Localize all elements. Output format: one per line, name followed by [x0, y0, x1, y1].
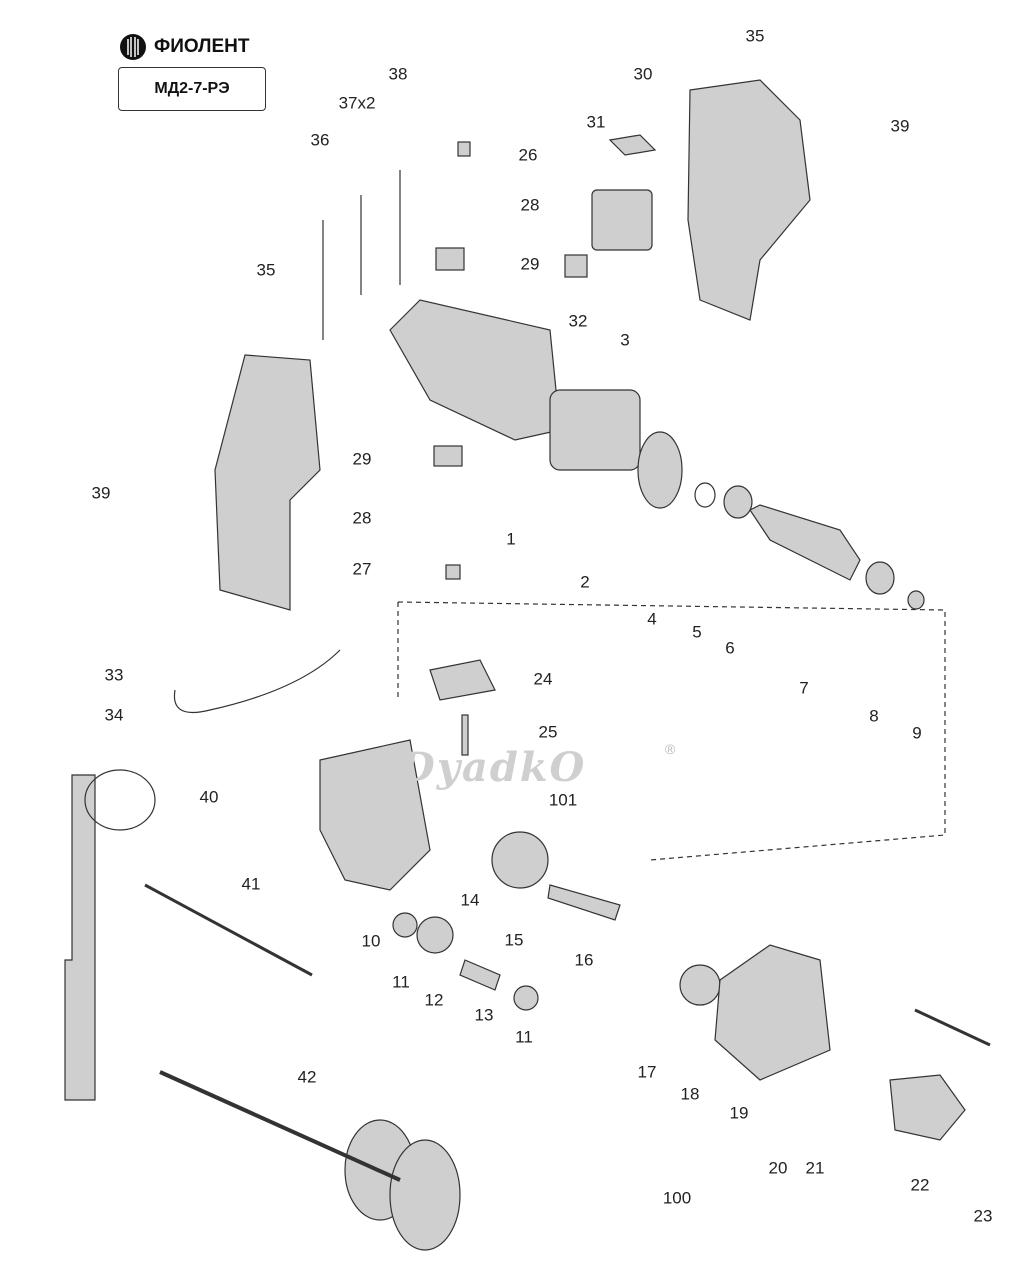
callout-11: 11 — [515, 1027, 533, 1047]
callout-10: 10 — [361, 931, 381, 951]
callout-31: 31 — [586, 112, 606, 132]
callout-22: 22 — [910, 1175, 930, 1195]
callout-39: 39 — [91, 483, 111, 503]
callout-9: 9 — [912, 723, 922, 743]
callout-20: 20 — [768, 1158, 788, 1178]
callout-36: 36 — [310, 130, 330, 150]
callout-8: 8 — [869, 706, 879, 726]
switch-lever — [608, 134, 657, 156]
callout-21: 21 — [805, 1158, 825, 1178]
callout-5: 5 — [692, 622, 702, 642]
brush — [445, 564, 461, 580]
o-ring — [694, 482, 716, 508]
gear-12 — [416, 916, 454, 954]
callout-100: 100 — [662, 1188, 692, 1208]
assembly-dashed-outline — [397, 601, 946, 861]
callout-3: 3 — [620, 330, 630, 350]
handle-half-left — [214, 354, 321, 611]
callout-19: 19 — [729, 1103, 749, 1123]
brand-logo: ФИОЛЕНТ — [118, 32, 250, 62]
mixer-shaft-42 — [159, 1070, 401, 1182]
power-cord — [173, 649, 341, 714]
callout-15: 15 — [504, 930, 524, 950]
spindle-16 — [547, 884, 621, 921]
stator — [549, 389, 641, 471]
callout-14: 14 — [460, 890, 480, 910]
callout-24: 24 — [533, 669, 553, 689]
reverse-slider — [429, 659, 496, 701]
callout-29: 29 — [352, 449, 372, 469]
callout-13: 13 — [474, 1005, 494, 1025]
brush-top — [457, 141, 471, 157]
bearing-6 — [723, 485, 753, 519]
callout-32: 32 — [568, 311, 588, 331]
brush-holder — [433, 445, 463, 467]
gear-15 — [491, 831, 549, 889]
brush-holder-top — [435, 247, 465, 271]
callout-27: 27 — [352, 559, 372, 579]
callout-6: 6 — [725, 638, 735, 658]
callout-16: 16 — [574, 950, 594, 970]
gearbox-housing — [319, 739, 431, 891]
motor-housing — [389, 299, 561, 441]
callout-40: 40 — [199, 787, 219, 807]
baffle-ring — [637, 431, 683, 509]
brand-logo-icon — [120, 34, 146, 60]
callout-39: 39 — [890, 116, 910, 136]
watermark-registered: ® — [665, 741, 676, 757]
mixer-blade-b — [389, 1139, 461, 1251]
callout-42: 42 — [297, 1067, 317, 1087]
bearing-11a — [392, 912, 418, 938]
gearbox-front-19 — [714, 944, 831, 1081]
callout-28: 28 — [352, 508, 372, 528]
bearing-11b — [513, 985, 539, 1011]
chuck-key — [914, 1008, 991, 1047]
armature — [749, 504, 861, 581]
side-handle — [64, 774, 96, 1101]
callout-35: 35 — [745, 26, 765, 46]
callout-30: 30 — [633, 64, 653, 84]
callout-38: 38 — [388, 64, 408, 84]
pin-25 — [461, 714, 469, 756]
callout-28: 28 — [520, 195, 540, 215]
callout-29: 29 — [520, 254, 540, 274]
callout-11: 11 — [392, 972, 410, 992]
callout-25: 25 — [538, 722, 558, 742]
bushing-9 — [907, 590, 925, 610]
callout-35: 35 — [256, 260, 276, 280]
handle-half-right — [687, 79, 811, 321]
switch — [591, 189, 653, 251]
callout-37-x2: 37x2 — [338, 93, 376, 113]
pinion-13 — [459, 959, 501, 991]
depth-rod-41 — [144, 883, 313, 977]
callout-26: 26 — [518, 145, 538, 165]
callout-33: 33 — [104, 665, 124, 685]
chuck-22 — [889, 1074, 966, 1141]
side-handle-clamp — [84, 769, 156, 831]
callout-18: 18 — [680, 1084, 700, 1104]
bearing-18 — [679, 964, 721, 1006]
bearing-8 — [865, 561, 895, 595]
callout-101: 101 — [548, 790, 578, 810]
watermark: DyadkO — [400, 744, 587, 791]
callout-4: 4 — [647, 609, 657, 629]
callout-2: 2 — [580, 572, 590, 592]
callout-34: 34 — [104, 705, 124, 725]
callout-7: 7 — [799, 678, 809, 698]
callout-12: 12 — [424, 990, 444, 1010]
model-label: МД2-7-РЭ — [118, 67, 266, 111]
callout-1: 1 — [506, 529, 516, 549]
capacitor — [564, 254, 588, 278]
callout-17: 17 — [637, 1062, 657, 1082]
brand-name: ФИОЛЕНТ — [154, 36, 250, 57]
callout-41: 41 — [241, 874, 261, 894]
callout-23: 23 — [973, 1206, 993, 1226]
